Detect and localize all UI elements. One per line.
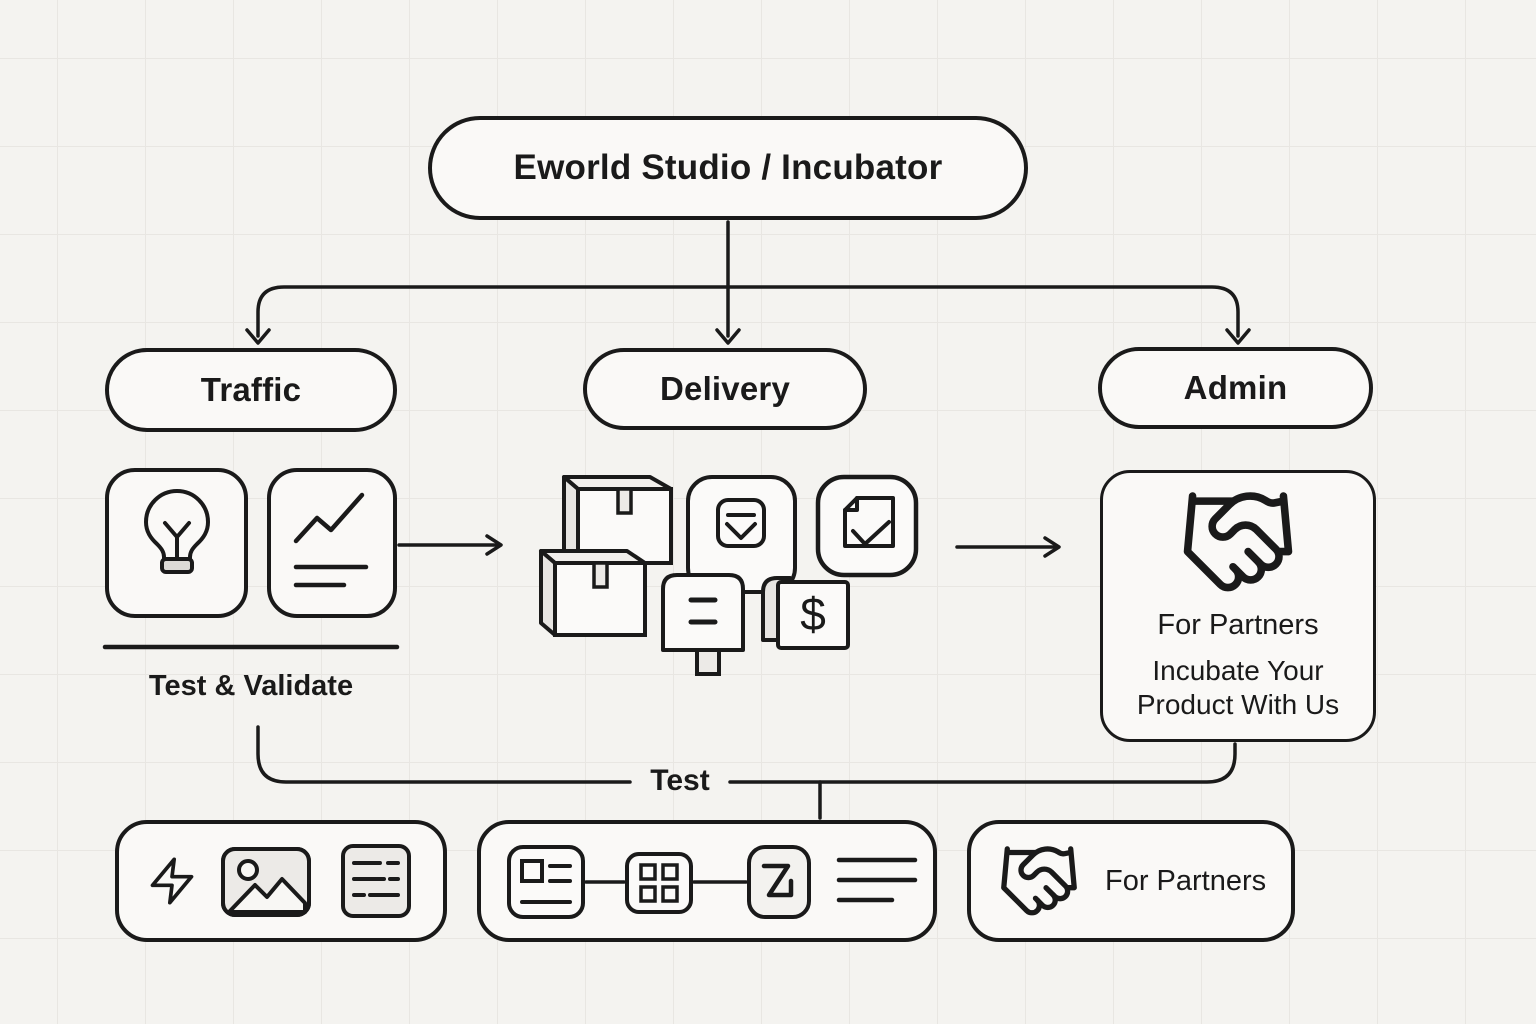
lightning-icon bbox=[150, 857, 194, 905]
connector-branch-rail bbox=[256, 285, 1240, 338]
price-receipt-icon: $ bbox=[761, 576, 850, 650]
z-logo-icon bbox=[747, 845, 811, 919]
document-lines-icon bbox=[341, 844, 411, 918]
arrowhead-delivery-admin bbox=[1043, 536, 1061, 558]
admin-card-title: For Partners bbox=[1157, 609, 1319, 641]
traffic-node-label: Traffic bbox=[200, 371, 302, 408]
checkbox-card-icon bbox=[686, 475, 797, 594]
form-icon bbox=[507, 845, 585, 919]
delivery-node-label: Delivery bbox=[659, 370, 791, 407]
delivery-node: Delivery bbox=[583, 348, 867, 430]
admin-node: Admin bbox=[1098, 347, 1373, 429]
document-check-icon bbox=[815, 474, 919, 578]
receipt-symbol: $ bbox=[800, 588, 826, 640]
arrowhead-delivery bbox=[715, 328, 741, 345]
tag-icon bbox=[661, 573, 745, 676]
lightbulb-icon bbox=[144, 489, 210, 574]
delivery-icons: $ bbox=[539, 474, 919, 676]
traffic-node: Traffic bbox=[105, 348, 397, 432]
arrowhead-traffic bbox=[245, 328, 271, 345]
partners-card-label: For Partners bbox=[1105, 864, 1267, 897]
grid-icon bbox=[625, 852, 693, 914]
handshake-icon bbox=[1183, 492, 1293, 592]
handshake-icon bbox=[1001, 846, 1077, 916]
partners-card: For Partners bbox=[967, 820, 1295, 942]
image-icon bbox=[221, 847, 311, 917]
text-lines-icon bbox=[836, 857, 918, 903]
connector-test-left bbox=[256, 725, 632, 784]
analytics-box bbox=[267, 468, 397, 618]
connector-test-right bbox=[728, 742, 1237, 784]
admin-card: For Partners Incubate Your Product With … bbox=[1100, 470, 1376, 742]
trend-chart-icon bbox=[293, 492, 369, 588]
admin-card-subtitle: Incubate Your Product With Us bbox=[1136, 655, 1340, 720]
arrowhead-admin bbox=[1225, 328, 1251, 345]
root-node: Eworld Studio / Incubator bbox=[428, 116, 1028, 220]
root-node-label: Eworld Studio / Incubator bbox=[513, 148, 943, 187]
test-connector-label: Test bbox=[650, 764, 710, 797]
traffic-caption: Test & Validate bbox=[148, 670, 354, 702]
admin-node-label: Admin bbox=[1183, 369, 1288, 406]
arrowhead-traffic-delivery bbox=[485, 534, 503, 556]
package-boxes-icon bbox=[539, 475, 673, 637]
